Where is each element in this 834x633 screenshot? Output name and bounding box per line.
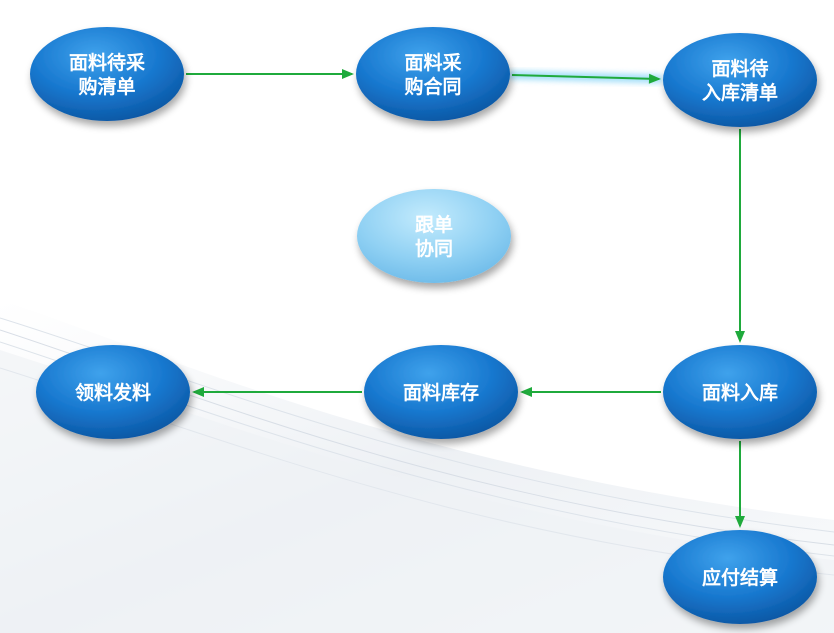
- node-ellipse: [663, 530, 817, 624]
- arrowhead-icon: [192, 387, 204, 397]
- arrowhead-icon: [735, 331, 745, 343]
- arrowhead-icon: [520, 387, 532, 397]
- node-label-line: 购合同: [404, 75, 461, 98]
- edge-n6-to-n5: [189, 387, 367, 397]
- edge-line: [511, 74, 660, 80]
- node-label-line: 跟单: [415, 213, 453, 236]
- node-n5[interactable]: 领料发料: [36, 345, 190, 439]
- node-ellipse: [30, 27, 184, 121]
- node-label-line: 应付结算: [702, 566, 778, 589]
- background-swoosh: [0, 300, 834, 633]
- arrowhead-icon: [735, 516, 745, 528]
- node-label-line: 领料发料: [75, 381, 151, 404]
- node-ellipse: [663, 33, 817, 127]
- edge-n3-to-n7: [735, 124, 745, 346]
- node-n6[interactable]: 面料库存: [364, 345, 518, 439]
- edge-n2-to-n3: [507, 70, 664, 84]
- node-label-line: 入库清单: [702, 81, 778, 104]
- edge-n7-to-n8: [735, 436, 745, 531]
- node-ellipse: [356, 27, 510, 121]
- edge-n7-to-n6: [517, 387, 666, 397]
- edge-n1-to-n2: [181, 69, 357, 79]
- arrowhead-icon: [342, 69, 354, 79]
- node-label-line: 购清单: [78, 75, 135, 98]
- node-label-line: 面料待采: [69, 51, 145, 74]
- node-ellipse: [36, 345, 190, 439]
- node-label-line: 面料入库: [702, 381, 778, 404]
- node-ellipse: [364, 345, 518, 439]
- node-ellipse: [357, 189, 511, 283]
- node-n8[interactable]: 应付结算: [663, 530, 817, 624]
- node-label-line: 面料采: [404, 51, 461, 74]
- node-label-line: 面料待: [711, 57, 768, 80]
- node-label-line: 协同: [415, 237, 453, 260]
- node-label-line: 面料库存: [403, 381, 479, 404]
- node-n7[interactable]: 面料入库: [663, 345, 817, 439]
- arrowhead-icon: [648, 73, 661, 84]
- node-ellipse: [663, 345, 817, 439]
